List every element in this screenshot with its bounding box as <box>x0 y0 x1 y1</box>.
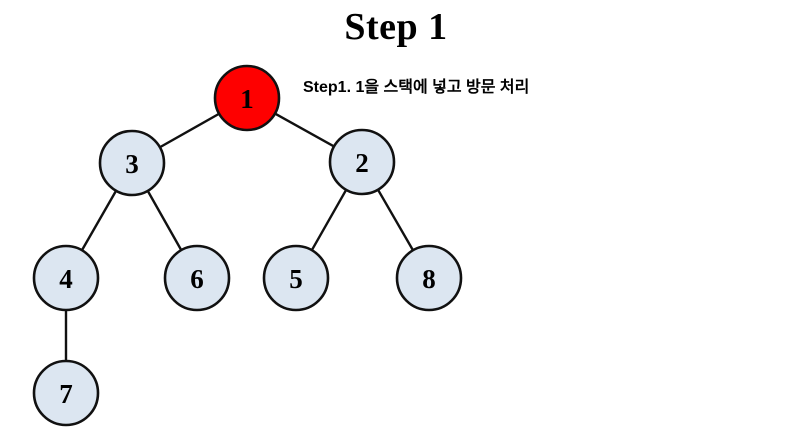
graph-edge-1-3 <box>157 112 222 149</box>
node-circle-1[interactable] <box>213 64 281 132</box>
node-label-8: 8 <box>422 264 436 294</box>
graph-edge-2-8 <box>376 187 415 253</box>
node-label-1: 1 <box>240 84 254 114</box>
node-layer: 1 3 2 4 6 5 8 7 <box>32 64 463 427</box>
graph-edge-2-5 <box>310 187 348 253</box>
step-annotation-text: Step1. 1을 스택에 넣고 방문 처리 <box>303 79 530 96</box>
node-circle-3[interactable] <box>98 129 166 197</box>
node-label-5: 5 <box>289 264 303 294</box>
graph-node-8[interactable]: 8 <box>395 244 463 312</box>
graph-node-2[interactable]: 2 <box>328 128 396 196</box>
node-label-6: 6 <box>190 264 204 294</box>
graph-node-7[interactable]: 7 <box>32 359 100 427</box>
graph-edge-3-6 <box>146 188 183 253</box>
edge-layer <box>64 111 415 364</box>
graph-edge-1-2 <box>272 111 337 149</box>
node-circle-5[interactable] <box>262 244 330 312</box>
graph-node-6[interactable]: 6 <box>163 244 231 312</box>
page-title: Step 1 <box>344 6 448 48</box>
node-circle-8[interactable] <box>395 244 463 312</box>
node-circle-7[interactable] <box>32 359 100 427</box>
node-label-2: 2 <box>355 148 369 178</box>
node-circle-6[interactable] <box>163 244 231 312</box>
node-circle-2[interactable] <box>328 128 396 196</box>
node-circle-4[interactable] <box>32 244 100 312</box>
graph-node-4[interactable]: 4 <box>32 244 100 312</box>
graph-node-5[interactable]: 5 <box>262 244 330 312</box>
graph-node-3[interactable]: 3 <box>98 129 166 197</box>
graph-edge-3-4 <box>80 188 118 253</box>
node-label-3: 3 <box>125 149 139 179</box>
graph-node-1[interactable]: 1 <box>213 64 281 132</box>
node-label-4: 4 <box>59 264 73 294</box>
node-label-7: 7 <box>59 379 73 409</box>
